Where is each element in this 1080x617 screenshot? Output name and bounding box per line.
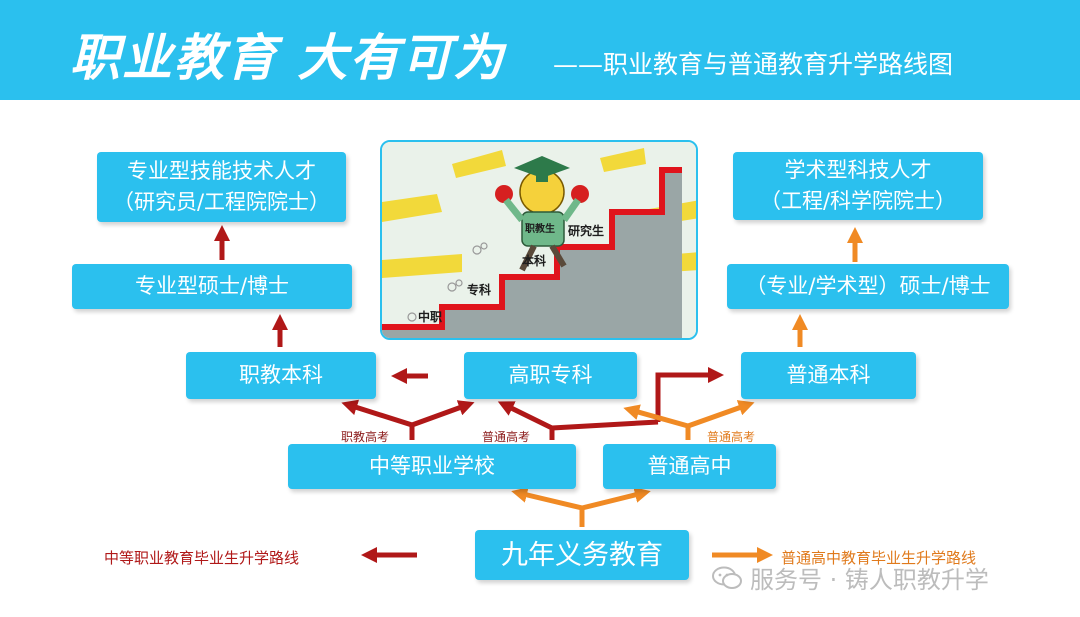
illus-label-yanjiusheng: 研究生 xyxy=(568,224,605,238)
student-figure xyxy=(495,156,589,272)
box-top-right-talent: 学术型科技人才 （工程/科学院院士） xyxy=(733,152,983,220)
arrow-higher-voc-to-regular-bachelor xyxy=(655,366,725,422)
box-acad-master: （专业/学术型）硕士/博士 xyxy=(727,264,1009,309)
plank-top-right xyxy=(600,148,646,172)
box-regular-high: 普通高中 xyxy=(603,444,776,489)
label-regular-exam-right: 普通高考 xyxy=(707,430,756,444)
plank-top-left xyxy=(452,150,506,178)
illus-label-zhuanke: 专科 xyxy=(467,283,492,297)
watermark: 服务号 · 铸人职教升学 xyxy=(712,560,989,595)
motion-puffs xyxy=(407,242,488,322)
ledge-left-low xyxy=(382,254,462,278)
page-title: 职业教育 大有可为 xyxy=(70,29,506,87)
watermark-text: 服务号 · 铸人职教升学 xyxy=(750,566,989,594)
wechat-icon xyxy=(712,566,742,589)
box-compulsory: 九年义务教育 xyxy=(475,530,689,580)
illus-label-zhongzhi: 中职 xyxy=(418,310,443,324)
legend-vocational-route: 中等职业教育毕业生升学路线 xyxy=(104,549,300,567)
illus-label-benke: 本科 xyxy=(522,254,547,268)
top-left-line2: （研究员/工程院院士） xyxy=(112,190,331,214)
ledge-left-high xyxy=(382,194,442,222)
label-voc-exam: 职教高考 xyxy=(341,430,390,444)
label-regular-exam-left: 普通高考 xyxy=(482,430,531,444)
line-regular-exam-red-join xyxy=(551,419,659,431)
top-left-line1: 专业型技能技术人才 xyxy=(126,159,316,183)
header-banner: 职业教育 大有可为 ——职业教育与普通教育升学路线图 xyxy=(0,0,1080,100)
arrow-compulsory-to-secondary-voc xyxy=(511,487,585,527)
staircase-red-edge xyxy=(382,167,682,330)
box-higher-voc: 高职专科 xyxy=(464,352,637,399)
box-secondary-voc: 中等职业学校 xyxy=(288,444,576,489)
staircase-drawing xyxy=(382,142,696,338)
top-right-line1: 学术型科技人才 xyxy=(784,158,932,182)
legend-regular-route: 普通高中教育毕业生升学路线 xyxy=(781,549,977,567)
box-prof-master: 专业型硕士/博士 xyxy=(72,264,352,309)
arrow-regular-high-to-regular-bachelor xyxy=(687,400,755,429)
staircase-illustration: 中职 专科 本科 研究生 职教生 xyxy=(380,140,698,340)
box-regular-bachelor: 普通本科 xyxy=(741,352,916,399)
box-top-left-talent: 专业型技能技术人才 （研究员/工程院院士） xyxy=(97,152,346,222)
arrow-compulsory-to-regular-high xyxy=(581,487,651,511)
arrow-voc-exam-right xyxy=(411,400,475,428)
staircase-body xyxy=(382,170,682,338)
illus-label-shirt: 职教生 xyxy=(525,224,555,235)
box-voc-bachelor: 职教本科 xyxy=(186,352,376,399)
page-subtitle: ——职业教育与普通教育升学路线图 xyxy=(553,50,954,79)
top-right-line2: （工程/科学院院士） xyxy=(759,189,957,213)
